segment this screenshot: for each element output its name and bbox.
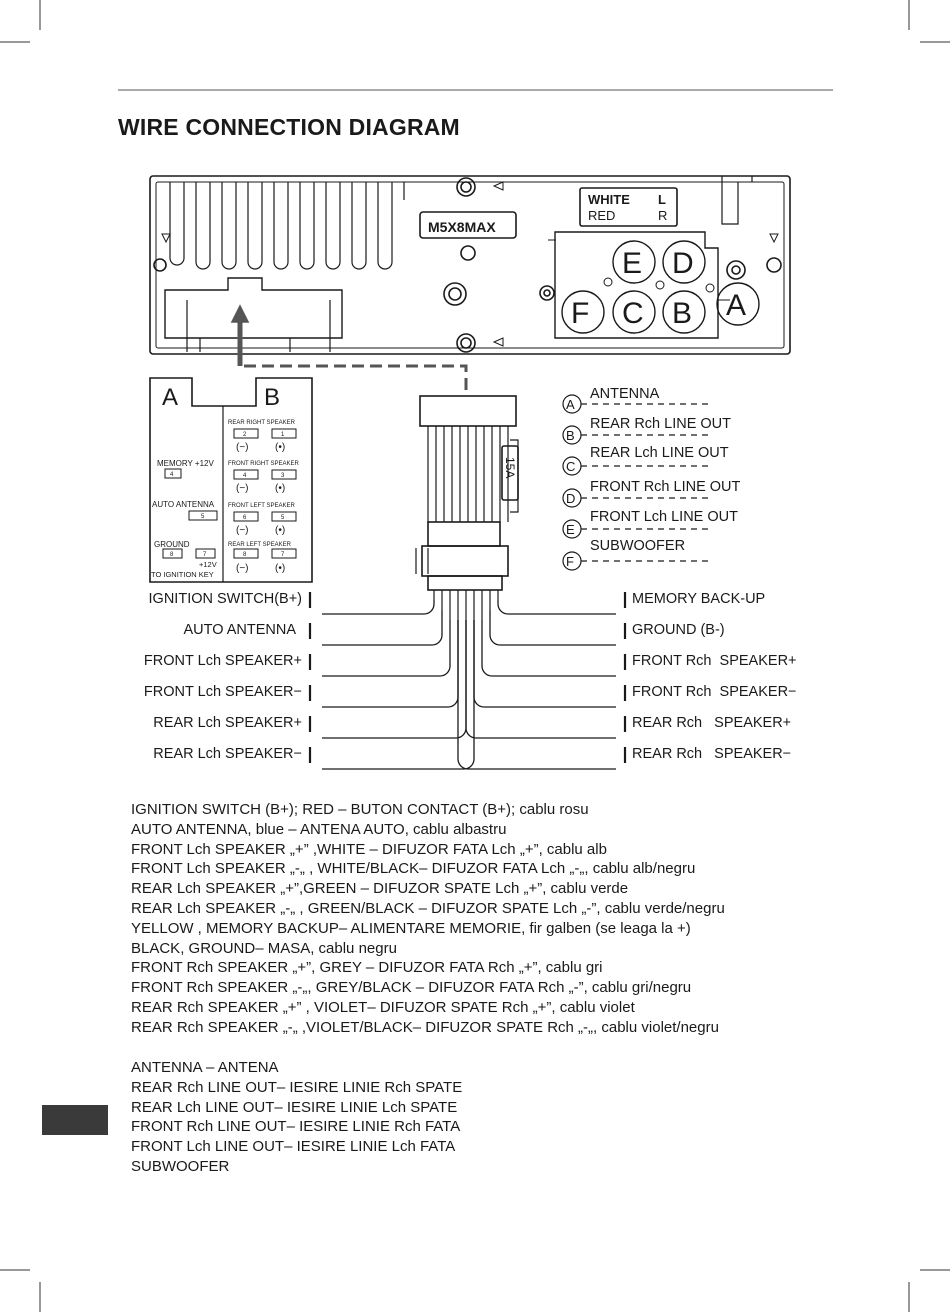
wire-label-auto-antenna: AUTO ANTENNA — [183, 622, 296, 638]
legend-letter-f: F — [566, 554, 574, 569]
rca-label-front-rch: FRONT Rch LINE OUT — [590, 479, 741, 495]
translation-line: FRONT Lch LINE OUT– IESIRE LINIE Lch FAT… — [131, 1138, 456, 1156]
right-wires — [457, 600, 616, 770]
wire-diagram: M5X8MAX WHITE L RED R E D F C B A A B ME… — [149, 175, 791, 770]
block-b-letter: B — [264, 384, 280, 411]
speaker-pin: 7 — [281, 552, 285, 558]
line-out-translations: ANTENNA – ANTENA REAR Rch LINE OUT– IESI… — [131, 1058, 462, 1177]
rca-label-rear-lch: REAR Lch LINE OUT — [590, 445, 729, 461]
wire-label-ground: GROUND (B-) — [632, 622, 725, 638]
page-title: WIRE CONNECTION DIAGRAM — [118, 114, 460, 140]
ignition-pin: 7 — [203, 552, 207, 558]
polarity-pos: (•) — [275, 525, 285, 536]
legend-letter-b: B — [566, 428, 575, 443]
wire-color-descriptions: IGNITION SWITCH (B+); RED – BUTON CONTAC… — [131, 800, 725, 1038]
memory-pin: 4 — [170, 472, 174, 478]
speaker-pin: 4 — [243, 473, 247, 479]
translation-line: REAR Lch LINE OUT– IESIRE LINIE Lch SPAT… — [131, 1098, 458, 1116]
legend-letter-a: A — [566, 397, 575, 412]
legend-letter-e: E — [566, 522, 575, 537]
wire-label-rear-rch-neg: REAR Rch SPEAKER− — [632, 746, 792, 762]
polarity-pos: (•) — [275, 442, 285, 453]
description-line: FRONT Rch SPEAKER „-„, GREY/BLACK – DIFU… — [131, 979, 692, 997]
speaker-group-label: FRONT RIGHT SPEAKER — [228, 461, 299, 467]
description-line: FRONT Lch SPEAKER „+” ,WHITE – DIFUZOR F… — [131, 840, 607, 858]
description-line: REAR Rch SPEAKER „-„ ,VIOLET/BLACK– DIFU… — [131, 1018, 719, 1036]
translation-line: REAR Rch LINE OUT– IESIRE LINIE Rch SPAT… — [131, 1078, 463, 1096]
rca-label-subwoofer: SUBWOOFER — [590, 538, 686, 554]
description-line: BLACK, GROUND– MASA, cablu negru — [131, 939, 397, 957]
page-tab-marker — [42, 1105, 108, 1135]
auto-antenna-pin: 5 — [201, 514, 205, 520]
description-line: REAR Lch SPEAKER „-„ , GREEN/BLACK – DIF… — [131, 899, 725, 917]
description-line: FRONT Rch SPEAKER „+”, GREY – DIFUZOR FA… — [131, 959, 603, 977]
translation-line: SUBWOOFER — [131, 1157, 230, 1175]
socket-f: F — [571, 297, 589, 330]
wire-label-rear-lch-pos: REAR Lch SPEAKER+ — [153, 715, 302, 731]
polarity-neg: (−) — [236, 442, 249, 453]
description-line: YELLOW , MEMORY BACKUP– ALIMENTARE MEMOR… — [131, 919, 691, 937]
ignition-key-label: TO IGNITION KEY — [151, 570, 214, 579]
socket-b: B — [672, 297, 692, 330]
speaker-pin: 6 — [243, 515, 247, 521]
speaker-pin: 2 — [243, 432, 247, 438]
wire-label-rear-lch-neg: REAR Lch SPEAKER− — [153, 746, 302, 762]
memory-label: MEMORY +12V — [157, 459, 215, 468]
fuse-label: 15A — [503, 457, 517, 478]
left-wires — [322, 600, 475, 770]
polarity-neg: (−) — [236, 525, 249, 536]
wire-label-front-rch-pos: FRONT Rch SPEAKER+ — [632, 653, 797, 669]
rca-label-antenna: ANTENNA — [590, 386, 660, 402]
polarity-pos: (•) — [275, 483, 285, 494]
legend-letter-d: D — [566, 491, 575, 506]
description-line: FRONT Lch SPEAKER „-„ , WHITE/BLACK– DIF… — [131, 860, 696, 878]
socket-d: D — [672, 247, 694, 280]
speaker-group-label: FRONT LEFT SPEAKER — [228, 503, 295, 509]
socket-a: A — [726, 289, 746, 322]
head-unit-rear-panel — [149, 175, 791, 355]
wire-label-front-lch-neg: FRONT Lch SPEAKER− — [143, 684, 302, 700]
speaker-pin: 5 — [281, 515, 285, 521]
description-line: REAR Rch SPEAKER „+” , VIOLET– DIFUZOR S… — [131, 998, 635, 1016]
polarity-neg: (−) — [236, 563, 249, 574]
translation-line: ANTENNA – ANTENA — [131, 1059, 279, 1076]
legend-letter-c: C — [566, 459, 575, 474]
speaker-group-label: REAR LEFT SPEAKER — [228, 542, 292, 548]
rca-white-label: WHITE — [588, 192, 630, 207]
ground-label: GROUND — [154, 540, 190, 549]
translation-line: FRONT Rch LINE OUT– IESIRE LINIE Rch FAT… — [131, 1118, 461, 1136]
description-line: IGNITION SWITCH (B+); RED – BUTON CONTAC… — [131, 801, 589, 818]
speaker-group-label: REAR RIGHT SPEAKER — [228, 420, 296, 426]
rca-red-label: RED — [588, 208, 615, 223]
wire-label-ignition: IGNITION SWITCH(B+) — [148, 591, 302, 607]
rca-label-rear-rch: REAR Rch LINE OUT — [590, 416, 731, 432]
rca-label-front-lch: FRONT Lch LINE OUT — [590, 509, 738, 525]
cooling-fins — [169, 182, 405, 270]
model-label: M5X8MAX — [428, 219, 496, 235]
description-line: AUTO ANTENNA, blue – ANTENA AUTO, cablu … — [131, 820, 507, 838]
wire-label-front-rch-neg: FRONT Rch SPEAKER− — [632, 684, 797, 700]
rca-socket-circles — [561, 240, 760, 334]
socket-e: E — [622, 247, 642, 280]
wire-label-front-lch-pos: FRONT Lch SPEAKER+ — [143, 653, 302, 669]
speaker-pin: 1 — [281, 432, 285, 438]
description-line: REAR Lch SPEAKER „+”,GREEN – DIFUZOR SPA… — [131, 880, 629, 898]
block-a-letter: A — [162, 384, 178, 411]
auto-antenna-label: AUTO ANTENNA — [152, 500, 215, 509]
wire-label-memory: MEMORY BACK-UP — [632, 591, 766, 607]
rca-legend-markers — [562, 394, 712, 571]
socket-c: C — [622, 297, 644, 330]
ground-pin: 8 — [170, 552, 174, 558]
ignition-voltage: +12V — [199, 560, 217, 569]
rca-l-label: L — [658, 192, 666, 207]
wire-label-rear-rch-pos: REAR Rch SPEAKER+ — [632, 715, 792, 731]
speaker-pin: 8 — [243, 552, 247, 558]
rca-r-label: R — [658, 208, 667, 223]
polarity-pos: (•) — [275, 563, 285, 574]
polarity-neg: (−) — [236, 483, 249, 494]
speaker-pin: 3 — [281, 473, 285, 479]
